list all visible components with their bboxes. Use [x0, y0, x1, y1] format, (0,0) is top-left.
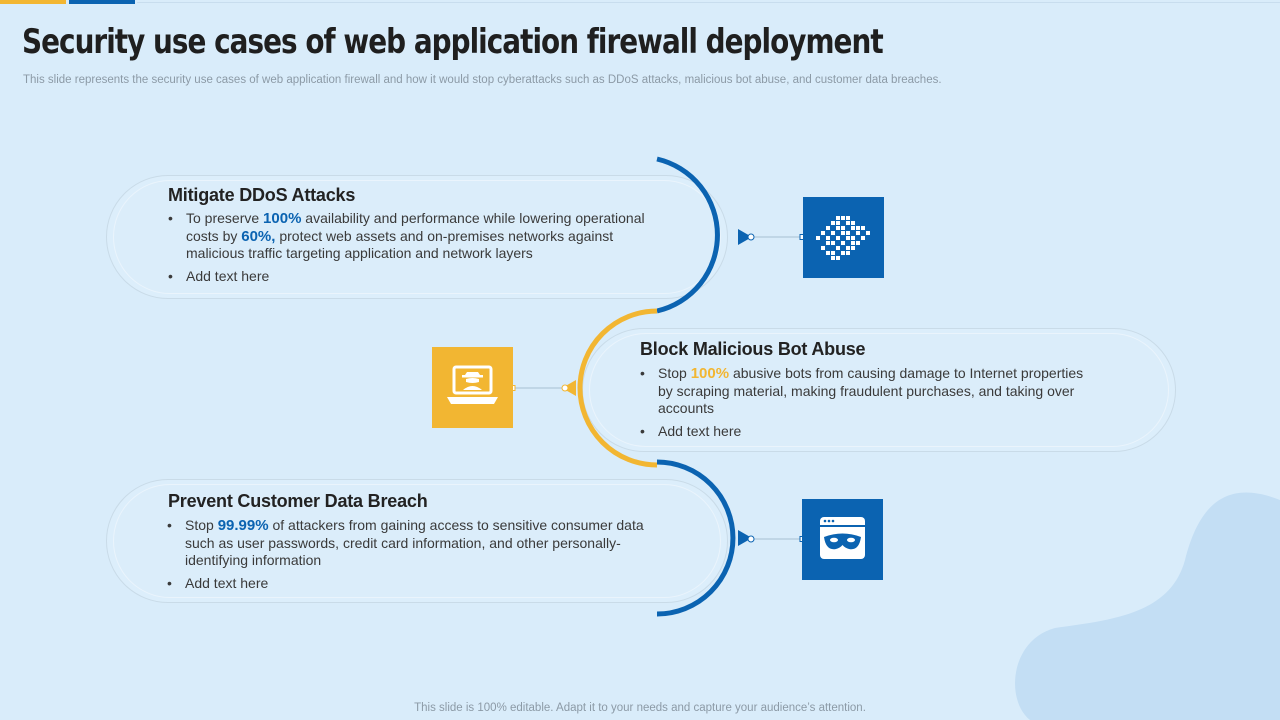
- stat-attackers-stopped: 99.99%: [217, 517, 269, 534]
- hacker-laptop-icon: [432, 347, 513, 428]
- bullet-ddos-2[interactable]: Add text here: [168, 268, 668, 286]
- stat-cost-reduction: 60%,: [241, 227, 276, 245]
- bullet-ddos-1: To preserve 100% availability and perfor…: [168, 210, 668, 263]
- card-title-ddos: Mitigate DDoS Attacks: [168, 185, 356, 205]
- card-title-data-breach: Prevent Customer Data Breach: [168, 491, 428, 511]
- bullet-bot-abuse-1: Stop 100% abusive bots from causing dama…: [640, 365, 1100, 418]
- arc-ddos: [656, 156, 720, 314]
- accent-bar-gold: [0, 0, 66, 4]
- bullet-bot-abuse-2[interactable]: Add text here: [640, 423, 1100, 441]
- page-subtitle: This slide represents the security use c…: [23, 74, 942, 86]
- arc-pointer-data-breach: [738, 530, 752, 546]
- stat-availability: 100%: [263, 210, 302, 227]
- top-divider: [137, 2, 1280, 3]
- bullet-list-ddos: To preserve 100% availability and perfor…: [168, 210, 668, 290]
- ddos-attack-icon: [803, 197, 884, 278]
- accent-bar-blue: [69, 0, 135, 4]
- footer-note: This slide is 100% editable. Adapt it to…: [414, 702, 866, 714]
- bullet-list-bot-abuse: Stop 100% abusive bots from causing dama…: [640, 365, 1100, 445]
- arc-data-breach: [656, 459, 736, 617]
- arc-pointer-ddos: [738, 229, 752, 245]
- card-title-bot-abuse: Block Malicious Bot Abuse: [640, 339, 866, 359]
- page-title: Security use cases of web application fi…: [22, 22, 884, 62]
- bullet-data-breach-1: Stop 99.99% of attackers from gaining ac…: [167, 517, 647, 570]
- masked-browser-icon: [802, 499, 883, 580]
- arc-pointer-bot-abuse: [562, 380, 576, 396]
- bullet-list-data-breach: Stop 99.99% of attackers from gaining ac…: [167, 517, 647, 597]
- arc-bot-abuse: [577, 308, 658, 468]
- bullet-data-breach-2[interactable]: Add text here: [167, 575, 647, 593]
- stat-bots-stopped: 100%: [690, 365, 730, 382]
